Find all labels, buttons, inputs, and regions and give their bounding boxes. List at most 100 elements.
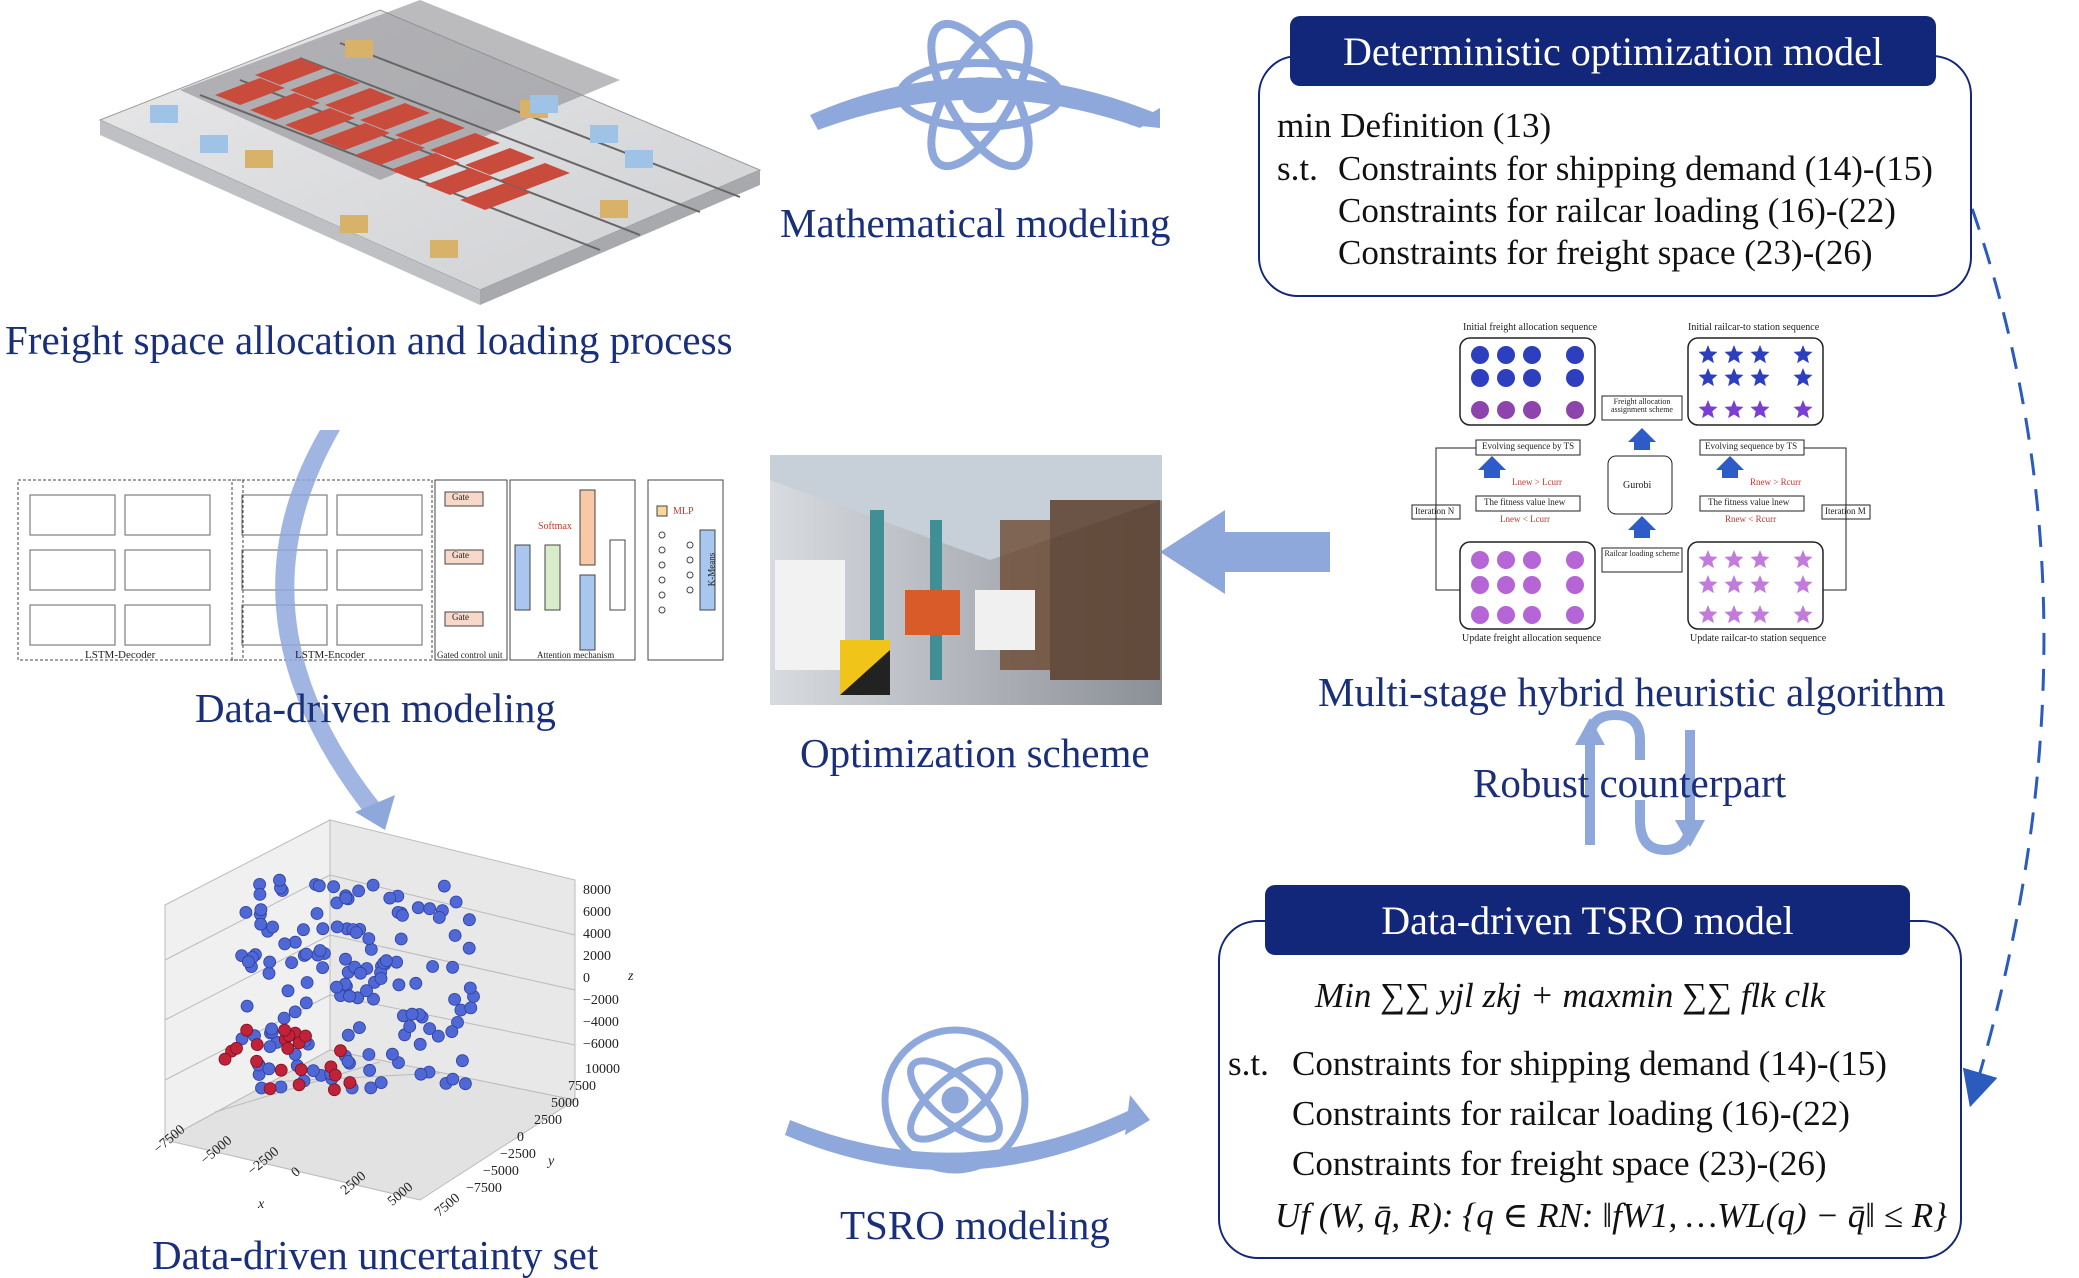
freight-dot [1523,576,1541,594]
scatter-point-cluster [334,1044,347,1058]
railcar-star [1698,400,1718,419]
scatter-point [383,891,397,905]
curved-arrow-bottom [785,1110,1135,1171]
label-rnew-lt: Rnew < Rcurr [1725,514,1777,524]
label-gate-1: Gate [452,492,469,502]
warehouse-photo [770,455,1162,705]
tsro-constraint-2: Constraints for railcar loading (16)-(22… [1292,1094,1850,1133]
scatter-point [306,1064,320,1077]
freight-dot [1471,606,1489,624]
scatter-point [462,913,476,927]
scatter-point [392,978,406,992]
label-gate-3: Gate [452,612,469,622]
railcar-star [1793,345,1813,364]
scatter-point [462,941,476,955]
scatter-point [296,923,310,937]
det-st: s.t. [1277,149,1318,188]
railcar-star [1724,550,1744,569]
scatter-point [254,917,268,931]
scatter-point [405,1007,419,1021]
tsro-objective: Min ∑∑ yjl zkj + maxmin ∑∑ flk clk [1315,976,1826,1015]
scatter-point [343,989,356,1003]
scatter-point [431,1029,445,1043]
scatter-point [288,935,302,949]
railcar-star [1698,550,1718,569]
z-tick: −6000 [583,1037,619,1052]
scatter-point [288,1005,302,1019]
scatter-point [458,1077,472,1091]
label-gate-2: Gate [452,550,469,560]
scatter-point [363,1063,377,1077]
railcar-star [1793,575,1813,594]
railcar-star [1793,605,1813,624]
scatter-point-cluster [343,1076,357,1089]
label-fitness-r: The fitness value lnew [1708,497,1790,507]
scatter-point [253,888,267,901]
y-axis-label: y [548,1154,555,1169]
y-tick: 2500 [534,1113,562,1128]
det-constraint-2: Constraints for railcar loading (16)-(22… [1338,191,1896,230]
label-railcar-scheme: Railcar loading scheme [1604,549,1680,558]
railcar-star [1750,575,1770,594]
y-tick: 7500 [568,1079,596,1094]
railcar-star [1698,345,1718,364]
scatter-point-cluster [250,1038,264,1051]
tsro-constraint-3: Constraints for freight space (23)-(26) [1292,1144,1827,1183]
railcar-star [1724,400,1744,419]
scatter-point [262,966,276,980]
label-gated: Gated control unit [437,650,503,660]
scatter-point [278,937,292,951]
label-mlp: MLP [673,506,694,517]
label-initial-railcar: Initial railcar-to station sequence [1688,322,1820,333]
scatter-point-cluster [294,1063,308,1077]
scatter-point [423,902,437,916]
scatter-point [426,960,440,973]
label-iteration-m: Iteration M [1825,506,1866,516]
tsro-model-title: Data-driven TSRO model [1265,885,1910,955]
railcar-star [1724,368,1744,387]
scatter-point [396,909,409,922]
freight-dot [1497,576,1515,594]
scatter-point-cluster [327,1083,341,1097]
scatter-point [349,926,363,939]
label-lstm-decoder: LSTM-Decoder [85,649,156,661]
freight-dot [1523,606,1541,624]
freight-dot [1471,576,1489,594]
scatter-point [362,932,376,945]
railcar-star [1698,368,1718,387]
scatter-point [445,1025,459,1038]
scatter-point [432,911,446,924]
scatter-point [239,906,253,919]
freight-dot [1566,551,1584,569]
caption-uncertainty-set: Data-driven uncertainty set [152,1232,599,1278]
scatter-point [316,961,330,974]
z-tick: 2000 [583,949,611,964]
label-lnew-gt: Lnew > Lcurr [1512,477,1563,487]
scatter-point [364,943,378,956]
freight-dot [1497,551,1515,569]
freight-dot [1497,401,1515,419]
scatter-point [451,1016,464,1029]
railcar-star [1793,550,1813,569]
scatter-point [300,976,314,989]
scatter-point [265,1022,279,1036]
x-axis-label: x [258,1197,265,1212]
railcar-star [1750,605,1770,624]
freight-dot [1471,401,1489,419]
scatter-point [352,1021,366,1034]
label-update-freight: Update freight allocation sequence [1462,633,1602,644]
scatter-point [367,992,380,1006]
tsro-uncertainty-set: Uf (W, q̄, R): {q ∈ RN: ‖fW1, …WL(q) − q… [1275,1196,1948,1235]
scatter-point [385,1047,399,1061]
railcar-star [1793,368,1813,387]
label-lstm-encoder: LSTM-Encoder [295,649,365,661]
caption-freight-process: Freight space allocation and loading pro… [5,317,733,363]
tsro-st: s.t. [1228,1044,1269,1083]
left-arrow [1160,510,1330,594]
railcar-star [1750,345,1770,364]
scatter-point [366,878,380,892]
z-tick: 6000 [583,905,611,920]
caption-data-driven-modeling: Data-driven modeling [195,685,556,731]
railcar-star [1724,605,1744,624]
